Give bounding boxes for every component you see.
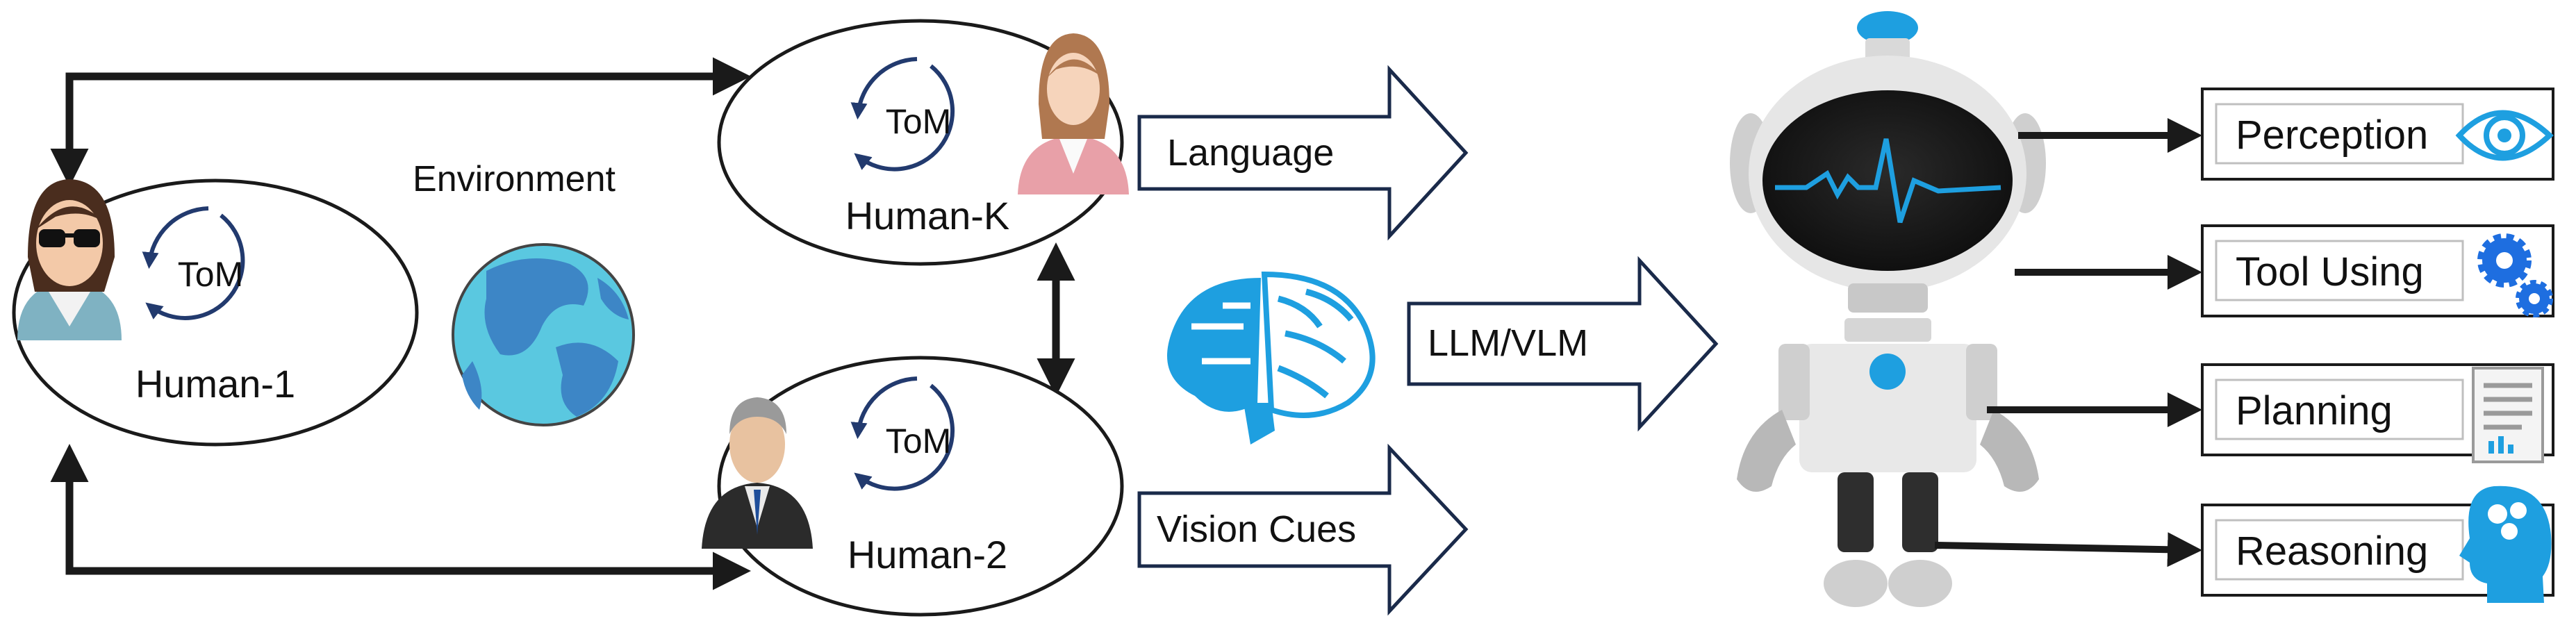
arrow-top-loop [50,57,751,187]
human-2-ellipse [717,356,1124,617]
llm-vlm-arrow: LLM/VLM [1407,256,1719,432]
tom-cycle-icon [142,206,245,320]
human-2-label: Human-2 [848,533,1007,576]
llm-vlm-label: LLM/VLM [1428,322,1588,364]
vision-cues-label: Vision Cues [1157,508,1356,550]
vision-cues-arrow: Vision Cues [1137,443,1469,616]
human-k-label: Human-K [845,194,1010,238]
human-connections [50,57,1075,590]
human-1-label: Human-1 [135,362,295,406]
human-k-ellipse [717,19,1124,266]
language-label: Language [1167,132,1334,174]
head-brain-icon [2459,486,2552,603]
capability-label: Tool Using [2236,249,2424,294]
capability-connectors [1934,118,2202,567]
human-k-group: ToM Human-K [717,19,1129,266]
human-1-tom-label: ToM [178,255,243,294]
eye-icon [2455,110,2554,161]
capability-label: Reasoning [2236,529,2428,574]
globe-icon [452,243,635,426]
human-k-avatar [1018,33,1129,194]
arrow-bottom-loop [50,444,751,590]
gears-icon [2477,233,2553,317]
human-k-tom-label: ToM [886,102,951,141]
document-icon [2472,367,2544,463]
human-2-avatar [702,397,813,549]
capability-reasoning: Reasoning [2201,486,2554,603]
capability-label: Planning [2236,388,2393,433]
environment-label: Environment [413,159,616,199]
human-2-group: ToM Human-2 [702,356,1124,617]
language-arrow: Language [1137,65,1469,241]
capability-planning: Planning [2201,363,2554,463]
tom-cycle-icon [850,57,955,172]
human-1-ellipse [12,179,419,447]
tom-cycle-icon [850,376,955,491]
capability-tool-using: Tool Using [2201,224,2554,317]
human-2-tom-label: ToM [886,422,951,460]
capability-label: Perception [2236,113,2428,158]
brain-icon [1167,271,1376,445]
capability-perception: Perception [2201,88,2554,181]
human-1-avatar [17,179,122,340]
human-1-group: ToM Human-1 [12,179,419,447]
robot-icon [1730,11,2046,607]
